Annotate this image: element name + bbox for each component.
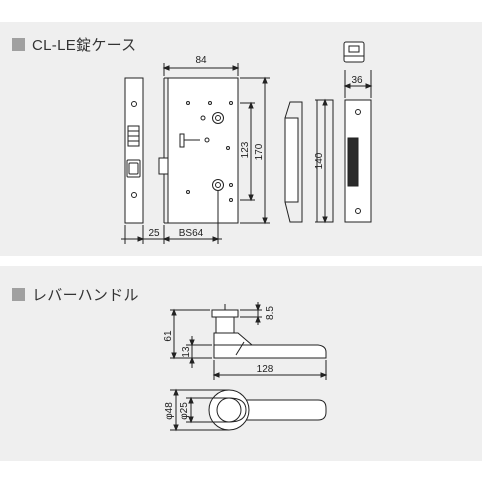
dim-inner-height [240, 101, 255, 202]
dim-61-label: 61 [163, 330, 174, 342]
dim-backset [121, 191, 222, 244]
lock-case-panel: CL-LE錠ケース [0, 22, 482, 256]
dim-lever-height [186, 336, 212, 368]
dim-rose-thickness [240, 302, 262, 325]
dim-8-5-label: 8.5 [265, 306, 276, 320]
strike-drawing [284, 41, 372, 223]
lever-handle-title-text: レバーハンドル [32, 287, 139, 304]
dim-84-label: 84 [195, 55, 207, 66]
dim-bs64-label: BS64 [179, 228, 204, 239]
dim-25-label: 25 [148, 228, 160, 239]
bullet-square-icon [12, 288, 25, 301]
dim-projection [170, 308, 212, 360]
dim-strike-width [343, 70, 373, 98]
lever-handle-title: レバーハンドル [12, 284, 139, 305]
lock-case-title-text: CL-LE錠ケース [32, 37, 137, 54]
lever-front-drawing [208, 389, 327, 431]
dim-13-label: 13 [181, 346, 192, 358]
dim-170-label: 170 [254, 143, 265, 160]
bullet-square-icon [12, 38, 25, 51]
lock-case-title: CL-LE錠ケース [12, 34, 136, 55]
front-plate-drawing [124, 77, 144, 224]
dim-rose-diameter [170, 388, 229, 432]
lever-handle-panel: レバーハンドル [0, 266, 482, 461]
dim-lever-length [212, 360, 328, 380]
dim-128-label: 128 [257, 364, 274, 375]
dim-case-height [240, 76, 270, 225]
dim-case-width [162, 63, 240, 76]
dim-140-label: 140 [314, 152, 325, 169]
case-body-drawing [158, 77, 239, 224]
lever-side-drawing [211, 304, 327, 359]
dim-123-label: 123 [240, 141, 251, 158]
dim-phi48-label: φ48 [164, 402, 175, 420]
dim-strike-height [315, 98, 330, 224]
dim-phi25-label: φ25 [179, 402, 190, 420]
dim-36-label: 36 [351, 75, 363, 86]
